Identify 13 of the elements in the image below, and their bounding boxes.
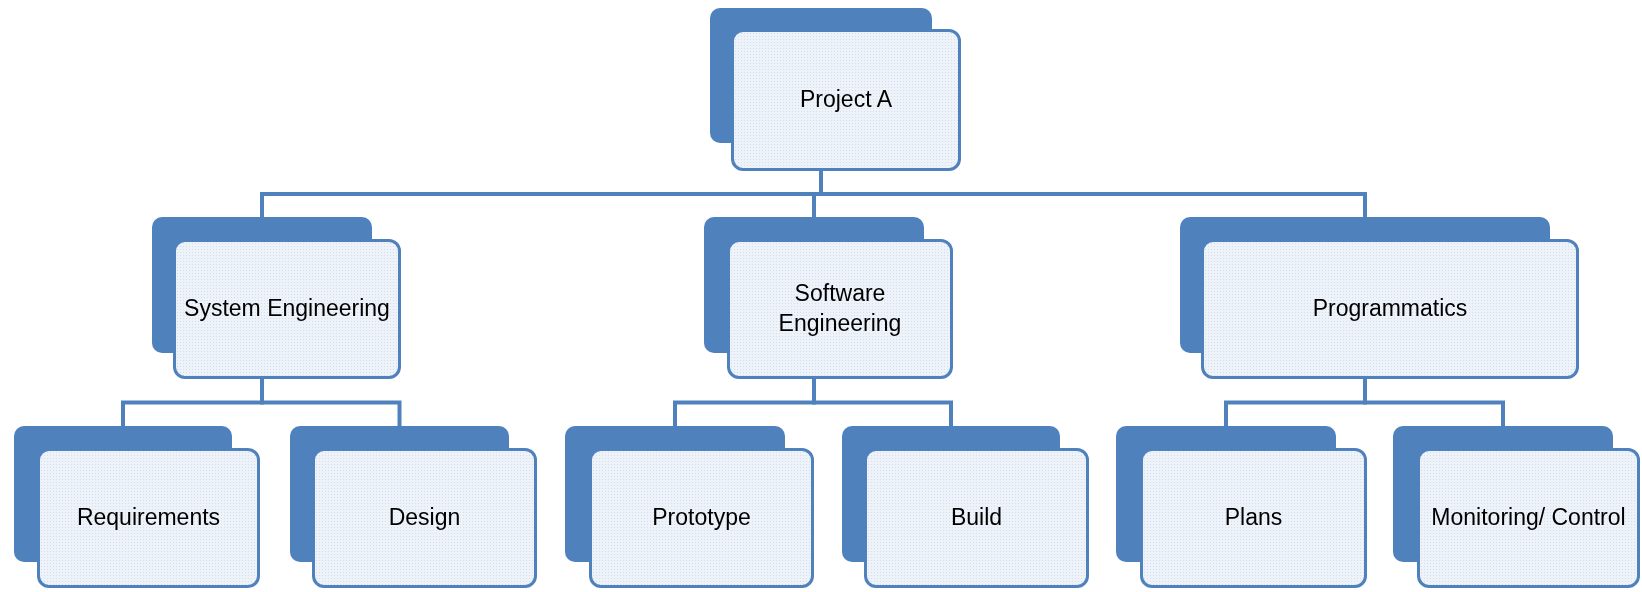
connector-line bbox=[1363, 379, 1505, 426]
box-label: Prototype bbox=[651, 503, 752, 533]
box-label: Design bbox=[387, 503, 462, 533]
connector-line bbox=[260, 379, 402, 426]
box-label: Programmatics bbox=[1311, 294, 1469, 324]
box-label: Plans bbox=[1223, 503, 1284, 533]
connector-line bbox=[812, 379, 953, 426]
box-label: Build bbox=[949, 503, 1004, 533]
box-label: Software Engineering bbox=[777, 279, 903, 338]
box-label: Project A bbox=[798, 85, 893, 115]
box-label: Requirements bbox=[75, 503, 222, 533]
box-label: Monitoring/ Control bbox=[1430, 503, 1627, 533]
box-label: System Engineering bbox=[183, 294, 391, 324]
